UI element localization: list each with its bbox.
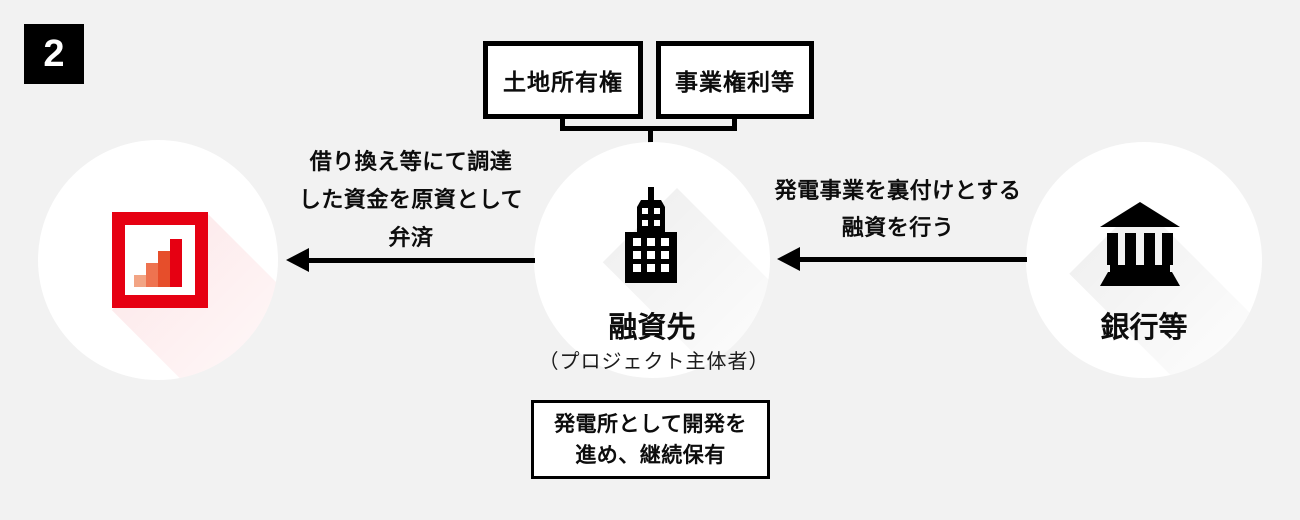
development-note-box: 発電所として開発を 進め、継続保有 <box>531 400 770 479</box>
collateral-box-business-rights: 事業権利等 <box>656 41 814 119</box>
connector-line <box>732 119 737 129</box>
logo-bar-4 <box>170 239 182 287</box>
node-bank-circle <box>1026 142 1262 378</box>
note-line-1: 発電所として開発を <box>554 412 747 436</box>
logo-bar-1 <box>134 275 146 287</box>
office-building-icon <box>625 187 677 283</box>
repayment-arrowhead-icon <box>286 248 309 272</box>
collateral-box-land: 土地所有権 <box>483 41 643 119</box>
repayment-label-line-2: した資金を原資として <box>298 187 524 212</box>
note-line-2: 進め、継続保有 <box>575 443 726 467</box>
loan-arrow-label: 発電事業を裏付けとする 融資を行う <box>770 172 1026 246</box>
loan-arrowhead-icon <box>777 247 800 271</box>
loan-arrow-line <box>794 257 1027 262</box>
bank-title: 銀行等 <box>1100 312 1188 344</box>
loan-label-line-2: 融資を行う <box>841 215 955 240</box>
loan-label-line-1: 発電事業を裏付けとする <box>774 178 1022 203</box>
node-borrower-circle <box>534 142 770 378</box>
bar-chart-logo-icon <box>112 212 208 308</box>
node-company-circle <box>38 140 278 380</box>
connector-line <box>560 119 565 129</box>
bank-icon <box>1100 202 1180 286</box>
step-number-badge: 2 <box>24 24 84 84</box>
repayment-label-line-3: 弁済 <box>388 225 434 250</box>
logo-bar-2 <box>146 263 158 287</box>
repayment-label-line-1: 借り換え等にて調達 <box>309 149 513 174</box>
repayment-arrow-label: 借り換え等にて調達 した資金を原資として 弁済 <box>288 143 534 257</box>
connector-line <box>560 126 737 131</box>
repayment-arrow-line <box>303 258 535 263</box>
borrower-subtitle: （プロジェクト主体者） <box>538 351 770 373</box>
borrower-title: 融資先 <box>608 312 696 344</box>
logo-bar-3 <box>158 251 170 287</box>
connector-line <box>648 129 653 143</box>
